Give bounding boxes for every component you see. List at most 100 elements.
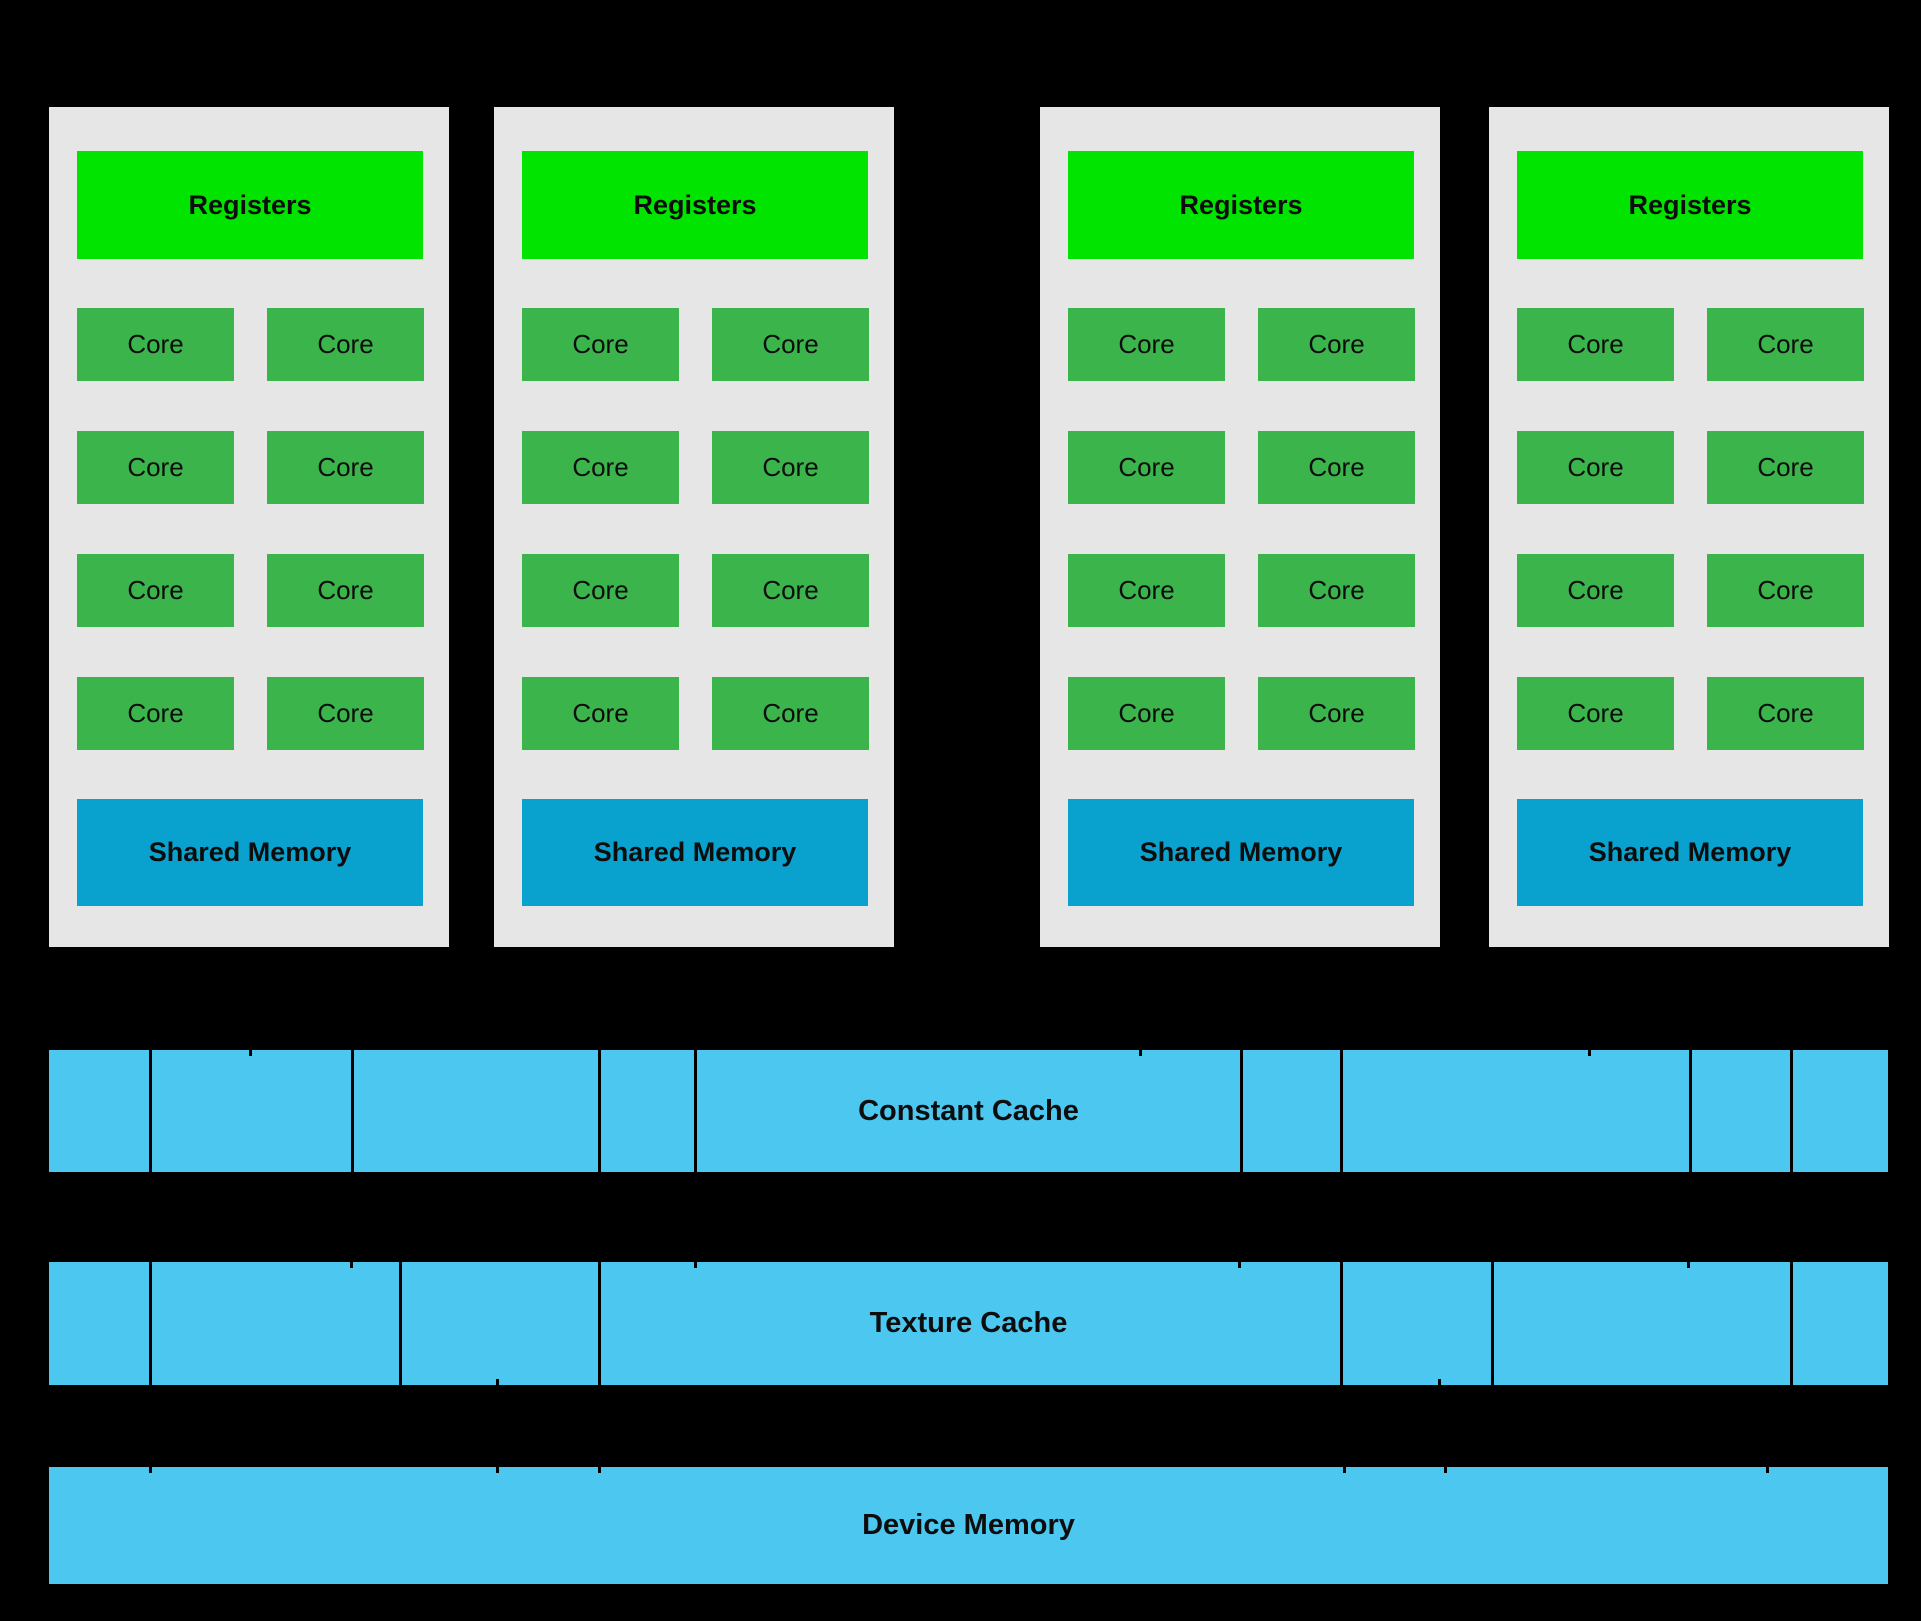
core-label: Core bbox=[572, 575, 629, 605]
core-label: Core bbox=[127, 575, 184, 605]
core-label: Core bbox=[1308, 698, 1365, 728]
core-label: Core bbox=[762, 698, 819, 728]
connector-line bbox=[496, 1467, 499, 1473]
constant-cache-bar: Constant Cache bbox=[49, 1050, 1888, 1172]
connector-line bbox=[598, 1050, 601, 1172]
core-box: Core bbox=[267, 431, 424, 504]
core-label: Core bbox=[1757, 452, 1814, 482]
core-box: Core bbox=[77, 431, 234, 504]
core-box: Core bbox=[712, 431, 869, 504]
connector-line bbox=[350, 1262, 353, 1268]
registers-box: Registers bbox=[1068, 151, 1414, 259]
core-label: Core bbox=[1757, 575, 1814, 605]
core-box: Core bbox=[1707, 677, 1864, 750]
core-label: Core bbox=[1567, 575, 1624, 605]
core-box: Core bbox=[522, 677, 679, 750]
connector-line bbox=[598, 1262, 601, 1385]
shared-memory-label: Shared Memory bbox=[1588, 837, 1792, 867]
multiprocessor-panel-1: Registers Core Core Core Core Core Core … bbox=[49, 107, 449, 947]
connector-line bbox=[694, 1050, 697, 1172]
core-box: Core bbox=[267, 308, 424, 381]
multiprocessor-panel-4: Registers Core Core Core Core Core Core … bbox=[1489, 107, 1889, 947]
connector-line bbox=[149, 1467, 152, 1473]
connector-line bbox=[1689, 1050, 1692, 1172]
connector-line bbox=[1340, 1050, 1343, 1172]
core-box: Core bbox=[712, 554, 869, 627]
core-box: Core bbox=[522, 554, 679, 627]
texture-cache-bar: Texture Cache bbox=[49, 1262, 1888, 1385]
texture-cache-label: Texture Cache bbox=[869, 1307, 1068, 1339]
core-box: Core bbox=[1068, 431, 1225, 504]
core-box: Core bbox=[1258, 554, 1415, 627]
core-label: Core bbox=[1567, 329, 1624, 359]
core-box: Core bbox=[1707, 308, 1864, 381]
core-label: Core bbox=[572, 452, 629, 482]
connector-line bbox=[1240, 1050, 1243, 1172]
shared-memory-label: Shared Memory bbox=[1139, 837, 1343, 867]
registers-box: Registers bbox=[77, 151, 423, 259]
connector-line bbox=[1238, 1262, 1241, 1268]
connector-line bbox=[1588, 1050, 1591, 1056]
core-box: Core bbox=[712, 677, 869, 750]
core-label: Core bbox=[762, 575, 819, 605]
core-box: Core bbox=[1517, 431, 1674, 504]
connector-line bbox=[1444, 1467, 1447, 1473]
connector-line bbox=[1343, 1467, 1346, 1473]
core-label: Core bbox=[1308, 329, 1365, 359]
core-box: Core bbox=[77, 677, 234, 750]
connector-line bbox=[1766, 1467, 1769, 1473]
core-label: Core bbox=[1308, 452, 1365, 482]
connector-line bbox=[598, 1467, 601, 1473]
registers-label: Registers bbox=[1179, 189, 1303, 220]
core-label: Core bbox=[1118, 452, 1175, 482]
connector-line bbox=[694, 1262, 697, 1268]
core-label: Core bbox=[1567, 698, 1624, 728]
registers-label: Registers bbox=[188, 189, 312, 220]
constant-cache-label: Constant Cache bbox=[858, 1094, 1079, 1127]
connector-line bbox=[1790, 1050, 1793, 1172]
device-memory-label: Device Memory bbox=[862, 1509, 1075, 1541]
shared-memory-label: Shared Memory bbox=[593, 837, 797, 867]
core-label: Core bbox=[127, 329, 184, 359]
core-box: Core bbox=[267, 677, 424, 750]
core-label: Core bbox=[317, 452, 374, 482]
core-label: Core bbox=[1308, 575, 1365, 605]
core-label: Core bbox=[1118, 575, 1175, 605]
registers-box: Registers bbox=[1517, 151, 1863, 259]
connector-line bbox=[1340, 1262, 1343, 1385]
core-box: Core bbox=[712, 308, 869, 381]
core-box: Core bbox=[1258, 308, 1415, 381]
core-box: Core bbox=[522, 308, 679, 381]
core-box: Core bbox=[1068, 677, 1225, 750]
device-memory-bar: Device Memory bbox=[49, 1467, 1888, 1584]
core-label: Core bbox=[1118, 329, 1175, 359]
core-label: Core bbox=[572, 329, 629, 359]
core-label: Core bbox=[317, 575, 374, 605]
connector-line bbox=[149, 1262, 152, 1385]
multiprocessor-panel-3: Registers Core Core Core Core Core Core … bbox=[1040, 107, 1440, 947]
core-box: Core bbox=[522, 431, 679, 504]
core-label: Core bbox=[572, 698, 629, 728]
multiprocessor-panel-2: Registers Core Core Core Core Core Core … bbox=[494, 107, 894, 947]
core-box: Core bbox=[1258, 677, 1415, 750]
connector-line bbox=[149, 1050, 152, 1172]
core-box: Core bbox=[77, 554, 234, 627]
shared-memory-box: Shared Memory bbox=[1068, 799, 1414, 906]
connector-line bbox=[1687, 1262, 1690, 1268]
core-box: Core bbox=[77, 308, 234, 381]
connector-line bbox=[1139, 1050, 1142, 1056]
registers-label: Registers bbox=[633, 189, 757, 220]
core-label: Core bbox=[762, 329, 819, 359]
core-label: Core bbox=[1757, 329, 1814, 359]
core-box: Core bbox=[1068, 554, 1225, 627]
core-box: Core bbox=[1517, 554, 1674, 627]
connector-line bbox=[496, 1379, 499, 1385]
core-label: Core bbox=[1118, 698, 1175, 728]
connector-line bbox=[399, 1262, 402, 1385]
core-box: Core bbox=[267, 554, 424, 627]
registers-box: Registers bbox=[522, 151, 868, 259]
core-box: Core bbox=[1517, 308, 1674, 381]
core-box: Core bbox=[1707, 431, 1864, 504]
connector-line bbox=[249, 1050, 252, 1056]
core-label: Core bbox=[317, 329, 374, 359]
